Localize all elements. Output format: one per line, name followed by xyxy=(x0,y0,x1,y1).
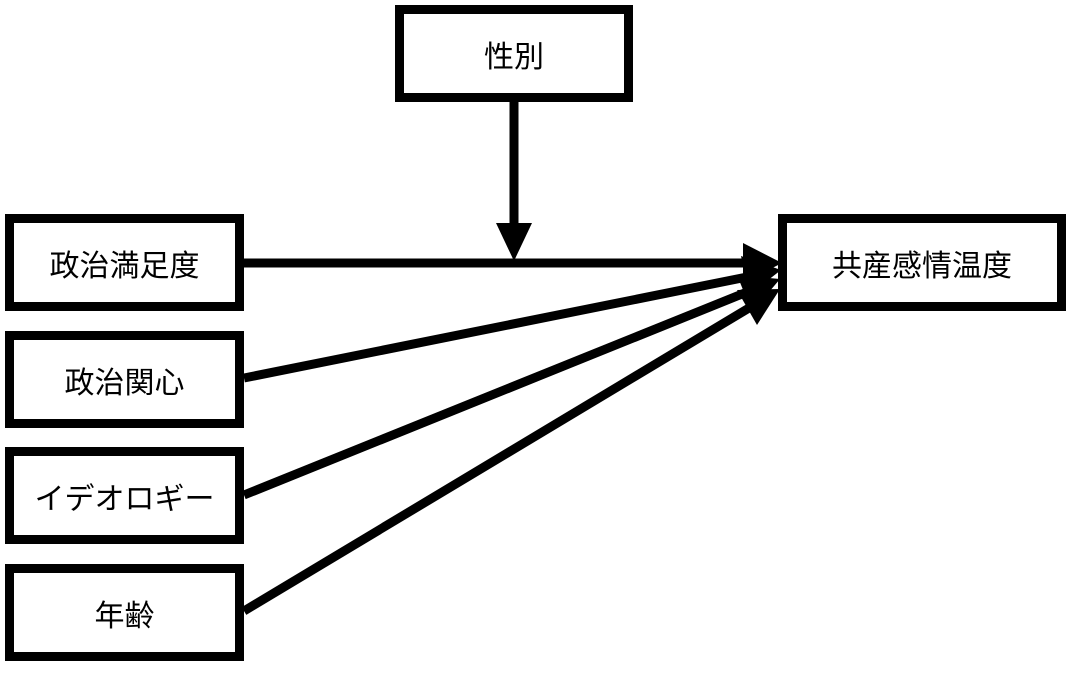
node-political-satisfaction-label: 政治満足度 xyxy=(49,248,200,284)
arrowhead-age xyxy=(737,289,780,325)
node-political-interest-label: 政治関心 xyxy=(64,365,185,401)
node-outcome: 共産感情温度 xyxy=(778,214,1066,311)
node-age: 年齢 xyxy=(5,564,244,661)
node-ideology-label: イデオロギー xyxy=(34,481,215,517)
edge-age-to-outcome xyxy=(241,301,757,615)
edge-interest-to-outcome xyxy=(243,271,753,383)
node-ideology: イデオロギー xyxy=(5,447,244,544)
edge-ideology-to-outcome xyxy=(242,285,754,500)
node-age-label: 年齢 xyxy=(94,598,155,634)
node-political-satisfaction: 政治満足度 xyxy=(5,214,244,311)
node-political-interest: 政治関心 xyxy=(5,331,244,428)
arrowhead-gender xyxy=(496,223,532,261)
node-outcome-label: 共産感情温度 xyxy=(832,248,1012,284)
node-gender-label: 性別 xyxy=(484,39,544,75)
node-gender: 性別 xyxy=(395,5,633,102)
